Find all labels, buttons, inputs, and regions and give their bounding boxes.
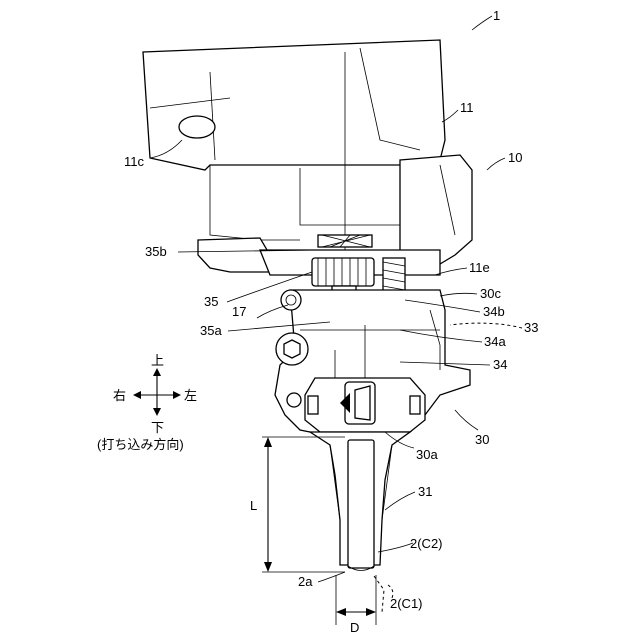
label-34a: 34a [484, 334, 506, 349]
direction-indicator [133, 368, 181, 416]
fastener-2 [348, 440, 374, 571]
label-2c1: 2(C1) [390, 596, 423, 611]
label-35a: 35a [200, 323, 222, 338]
label-10: 10 [508, 150, 522, 165]
label-33: 33 [524, 320, 538, 335]
direction-left-label: 左 [184, 388, 197, 403]
side-screw [287, 393, 301, 407]
label-11e: 11e [469, 260, 490, 275]
lock-lever [305, 378, 425, 432]
label-34b: 34b [483, 304, 505, 319]
spring-top [318, 235, 372, 247]
bolt-17 [281, 290, 301, 310]
drive-direction-label: (打ち込み方向) [97, 437, 184, 452]
label-31: 31 [418, 484, 432, 499]
dimension-D-label: D [350, 620, 359, 635]
label-11c: 11c [124, 154, 144, 169]
label-17: 17 [232, 304, 246, 319]
hex-nut [276, 333, 308, 365]
label-2c2: 2(C2) [410, 536, 443, 551]
dimension-L-label: L [250, 498, 257, 513]
label-30: 30 [475, 432, 489, 447]
direction-labels: 上 右 左 下 (打ち込み方向) [97, 353, 197, 452]
direction-down-label: 下 [151, 420, 164, 435]
label-1: 1 [493, 8, 500, 23]
label-11: 11 [460, 100, 474, 115]
gear-35 [312, 258, 374, 286]
left-bracket [198, 238, 270, 272]
label-35: 35 [204, 294, 218, 309]
label-2a: 2a [298, 574, 313, 589]
direction-right-label: 右 [113, 388, 126, 403]
label-30c: 30c [480, 286, 501, 301]
label-35b: 35b [145, 244, 167, 259]
dimension-D [336, 575, 376, 625]
label-30a: 30a [416, 447, 438, 462]
hook-hole [179, 116, 215, 138]
label-34: 34 [493, 357, 507, 372]
direction-up-label: 上 [151, 353, 164, 368]
fastener-2-c1-outline [374, 576, 384, 612]
